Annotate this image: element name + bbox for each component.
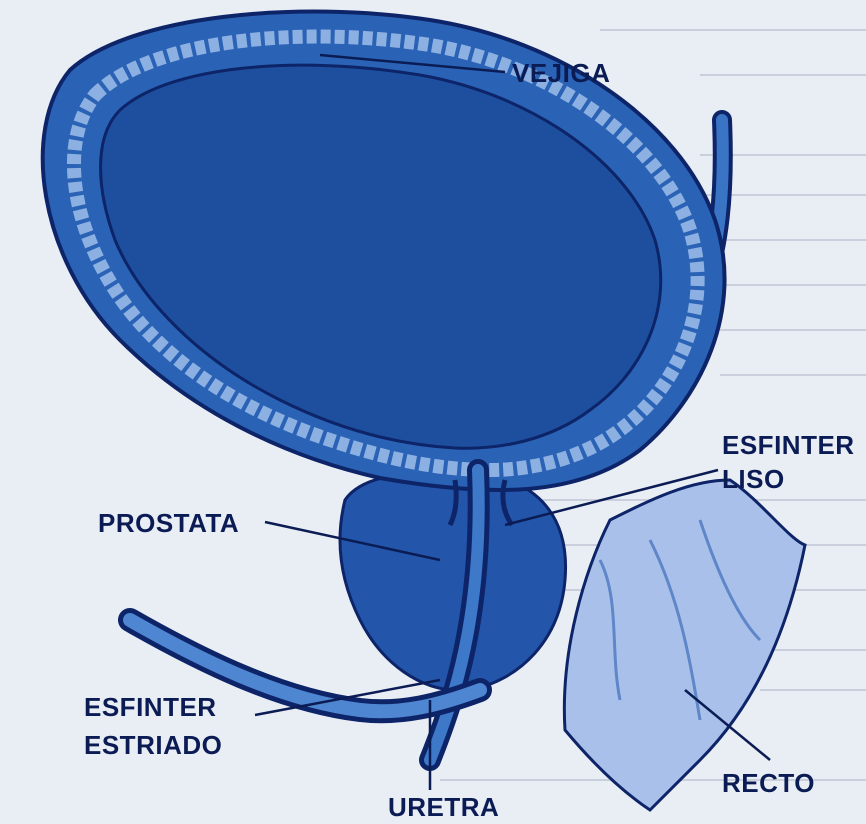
label-esfinter-liso-line2: LISO [722,464,785,494]
label-prostata: PROSTATA [98,508,239,538]
label-esfinter-estriado-line1: ESFINTER [84,692,217,722]
label-esfinter-estriado-line2: ESTRIADO [84,730,222,760]
label-uretra: URETRA [388,792,499,822]
label-recto: RECTO [722,768,815,798]
label-vejiga: VEJIGA [512,58,610,88]
label-esfinter-liso-line1: ESFINTER [722,430,855,460]
